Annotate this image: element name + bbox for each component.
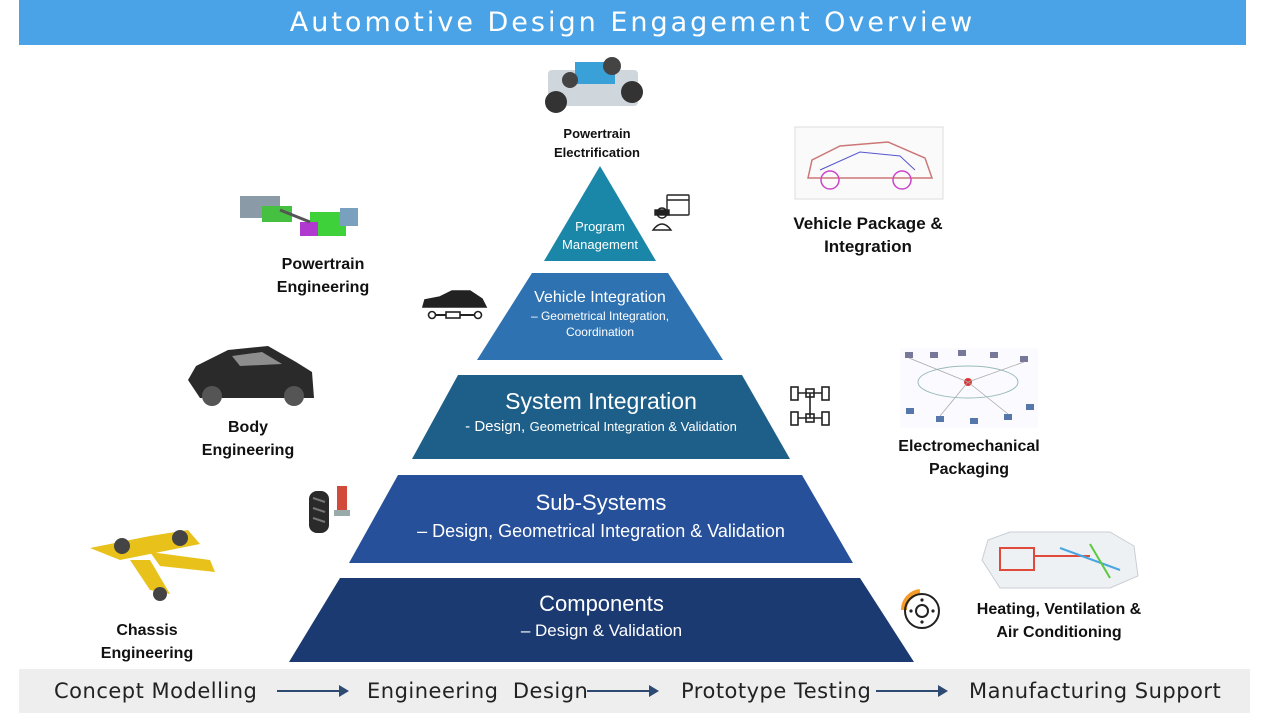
- developer-icon: [651, 194, 690, 231]
- label-vehicle-package: Vehicle Package & Integration: [793, 214, 943, 256]
- stage-engineering-design: Engineering Design: [367, 679, 589, 703]
- powertrain-engineering-image: [240, 196, 358, 236]
- tier2-sub1: – Geometrical Integration,: [530, 309, 670, 323]
- tier4-title: Sub-Systems: [535, 490, 667, 515]
- tier2-sub2: Coordination: [565, 325, 635, 339]
- body-engineering-image: [188, 346, 314, 406]
- electromechanical-image: [900, 348, 1038, 428]
- tier3-sub-prefix: - Design,: [465, 418, 526, 435]
- tier3-sub-rest: Geometrical Integration & Validation: [529, 419, 737, 434]
- tier2-title: Vehicle Integration: [534, 289, 666, 306]
- tier1-text: Program Management: [544, 218, 656, 254]
- tire-shock-icon: [309, 486, 350, 533]
- tier-program-management: [544, 166, 656, 261]
- tier5-text: Components – Design & Validation: [289, 589, 914, 643]
- chassis-layout-icon: [790, 386, 830, 426]
- arrow-right-icon: [876, 685, 948, 697]
- arrow-right-icon: [277, 685, 349, 697]
- tier-vehicle-integration: [477, 273, 723, 360]
- label-powertrain-engineering: Powertrain Engineering: [276, 256, 370, 296]
- tier3-title: System Integration: [505, 388, 697, 414]
- tier1-line1: Program: [575, 219, 625, 234]
- label-powertrain-electrification: Powertrain Electrification: [554, 126, 640, 160]
- stage-prototype-testing: Prototype Testing: [681, 679, 872, 703]
- label-body-engineering: Body Engineering: [201, 419, 295, 459]
- tier-components: [289, 578, 914, 662]
- tier2-text: Vehicle Integration – Geometrical Integr…: [477, 287, 723, 340]
- tier1-line2: Management: [562, 237, 638, 252]
- stage-manufacturing-support: Manufacturing Support: [969, 679, 1222, 703]
- powertrain-electrification-image: [545, 57, 643, 113]
- title-bar: Automotive Design Engagement Overview: [19, 0, 1246, 45]
- brake-disc-icon: [900, 589, 940, 629]
- label-electromechanical: Electromechanical Packaging: [898, 438, 1040, 478]
- tier4-sub: – Design, Geometrical Integration & Vali…: [417, 521, 785, 541]
- page-title: Automotive Design Engagement Overview: [289, 7, 976, 38]
- chassis-image: [90, 530, 215, 601]
- arrow-right-icon: [587, 685, 659, 697]
- car-icon: [421, 290, 488, 320]
- label-chassis: Chassis Engineering: [100, 622, 194, 662]
- tier3-text: System Integration - Design, Geometrical…: [412, 386, 790, 438]
- process-flow-bar: Concept Modelling Engineering Design Pro…: [19, 669, 1250, 713]
- label-hvac: Heating, Ventilation & Air Conditioning: [976, 601, 1142, 641]
- tier5-title: Components: [539, 591, 664, 616]
- tier5-sub: – Design & Validation: [520, 621, 683, 640]
- stage-concept-modelling: Concept Modelling: [54, 679, 258, 703]
- vehicle-package-image: [794, 126, 944, 200]
- tier-sub-systems: [349, 475, 853, 563]
- hvac-image: [981, 531, 1139, 589]
- tier4-text: Sub-Systems – Design, Geometrical Integr…: [349, 488, 853, 544]
- tier-system-integration: [412, 375, 790, 459]
